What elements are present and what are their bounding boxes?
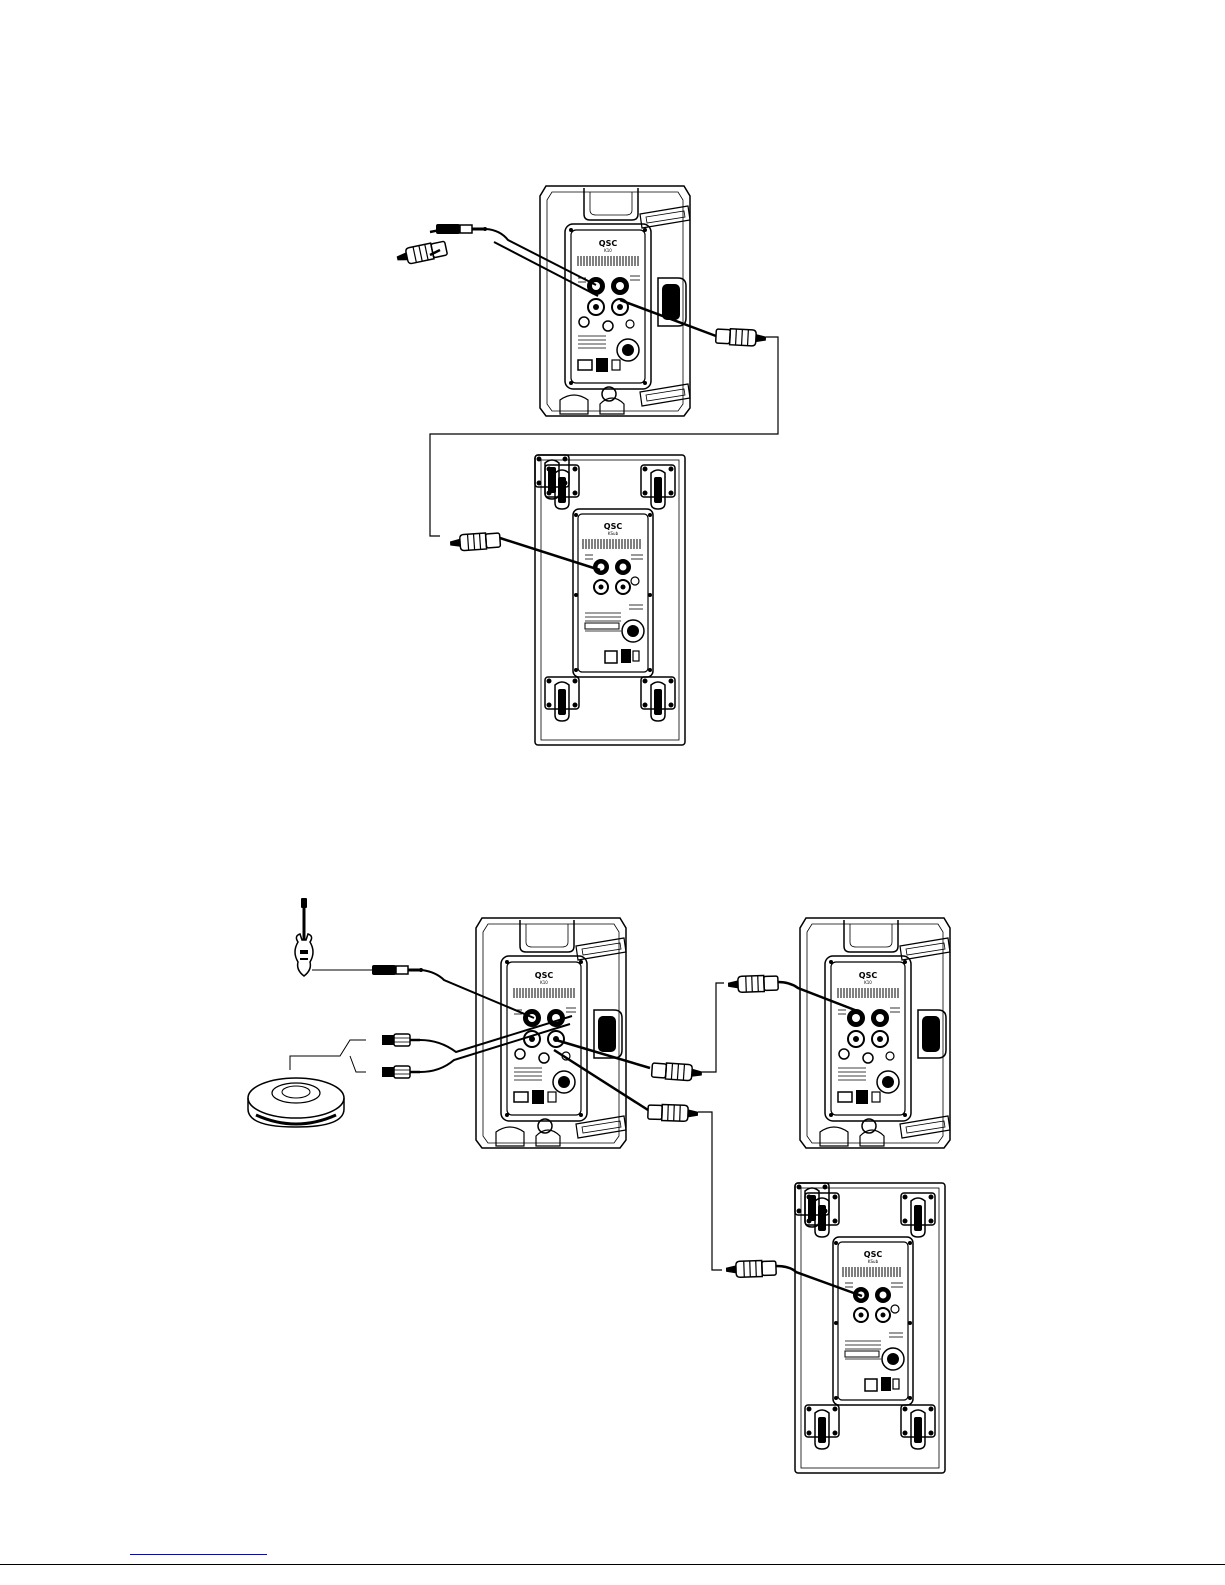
- top-diagram: [395, 186, 778, 745]
- k10-speaker: [540, 186, 690, 416]
- xlr-plug-icon: [395, 240, 447, 266]
- bottom-diagram: [248, 898, 950, 1473]
- trs-plug-icon: [372, 965, 423, 975]
- rca-plug-icon: [382, 1066, 420, 1078]
- guitar-icon: [295, 898, 313, 976]
- k10-speaker-linked: [800, 918, 950, 1148]
- ksub-subwoofer: [795, 1183, 945, 1473]
- k10-speaker-main: [476, 918, 626, 1148]
- xlr-plug-icon: [651, 1062, 702, 1081]
- xlr-plug-icon: [716, 328, 767, 347]
- ksub-subwoofer: [535, 455, 685, 745]
- cd-player-icon: [248, 1078, 344, 1127]
- xlr-plug-icon: [728, 975, 779, 993]
- xlr-plug-icon: [648, 1104, 699, 1122]
- rca-plug-icon: [382, 1034, 420, 1046]
- footer-rule: [0, 1564, 1225, 1565]
- xlr-plug-icon: [726, 1260, 777, 1278]
- xlr-plug-icon: [450, 532, 501, 551]
- footer-link-underline[interactable]: [130, 1554, 267, 1555]
